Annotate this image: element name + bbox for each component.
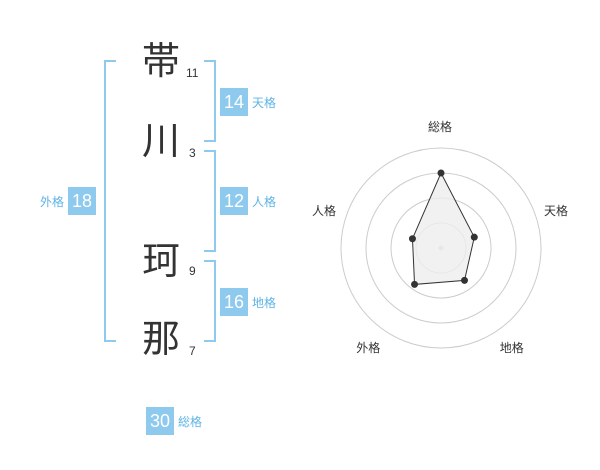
radar-point-4 bbox=[411, 280, 419, 288]
radar-point-3 bbox=[461, 276, 469, 284]
soukaku-label: 総格 bbox=[178, 414, 203, 429]
stroke-count-2: 3 bbox=[189, 146, 196, 160]
jinkaku-bracket bbox=[204, 150, 216, 252]
radar-axis-label-4: 外格 bbox=[356, 340, 381, 355]
name-char-1: 帯 bbox=[142, 39, 181, 83]
jinkaku-badge: 12 人格 bbox=[220, 187, 276, 215]
chikaku-label: 地格 bbox=[252, 295, 277, 310]
stroke-count-4: 7 bbox=[189, 344, 196, 358]
name-char-2: 川 bbox=[142, 119, 181, 163]
radar-point-5 bbox=[408, 235, 416, 243]
tenkaku-label: 天格 bbox=[252, 95, 277, 110]
gaikaku-label: 外格 bbox=[40, 194, 65, 209]
chikaku-badge: 16 地格 bbox=[220, 288, 276, 316]
soukaku-value: 30 bbox=[146, 407, 174, 435]
tenkaku-badge: 14 天格 bbox=[220, 88, 276, 116]
radar-axis-label-5: 人格 bbox=[311, 204, 336, 219]
radar-point-1 bbox=[437, 169, 445, 177]
chikaku-bracket bbox=[204, 260, 216, 342]
soukaku-badge: 30 総格 bbox=[146, 407, 202, 435]
gaikaku-bracket bbox=[104, 60, 116, 342]
name-char-3: 珂 bbox=[142, 239, 181, 283]
gaikaku-value: 18 bbox=[68, 187, 97, 215]
radar-series-polygon bbox=[411, 171, 475, 285]
radar-ring bbox=[340, 147, 542, 349]
jinkaku-value: 12 bbox=[220, 187, 248, 215]
stroke-count-3: 9 bbox=[189, 264, 196, 278]
stroke-count-1: 11 bbox=[186, 66, 199, 80]
radar-axis-label-1: 総格 bbox=[428, 120, 453, 134]
jinkaku-label: 人格 bbox=[252, 194, 277, 209]
tenkaku-value: 14 bbox=[220, 88, 248, 116]
tenkaku-bracket bbox=[204, 60, 216, 142]
radar-axis-label-3: 地格 bbox=[499, 340, 524, 355]
radar-axis-label-2: 天格 bbox=[544, 204, 569, 219]
name-char-4: 那 bbox=[142, 317, 181, 361]
gaikaku-badge: 外格 18 bbox=[40, 187, 97, 215]
radar-point-2 bbox=[470, 233, 478, 241]
chikaku-value: 16 bbox=[220, 288, 248, 316]
